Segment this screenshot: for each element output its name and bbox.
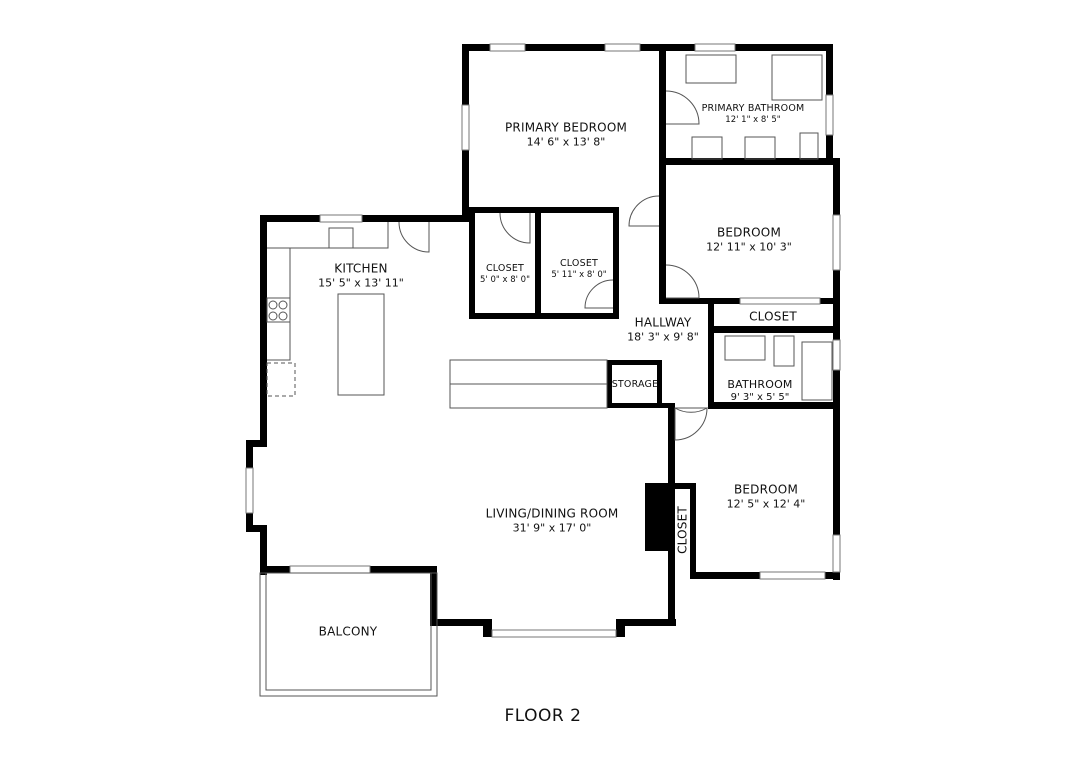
room-label-closet-1: CLOSET 5' 0" x 8' 0"	[480, 263, 530, 286]
room-name: CLOSET	[675, 506, 690, 554]
room-name: BALCONY	[318, 624, 378, 639]
room-name: LIVING/DINING ROOM	[485, 506, 619, 521]
room-dimensions: 14' 6" x 13' 8"	[526, 135, 606, 149]
floor-title: FLOOR 2	[504, 706, 582, 726]
room-dimensions: 15' 5" x 13' 11"	[318, 276, 404, 290]
room-label-bedroom-lower-closet: CLOSET	[676, 506, 691, 554]
room-name: CLOSET	[485, 262, 525, 274]
room-label-bedroom-lower: BEDROOM 12' 5" x 12' 4"	[727, 483, 806, 512]
room-name: BEDROOM	[716, 225, 782, 240]
room-dimensions: 18' 3" x 9' 8"	[627, 330, 699, 344]
room-name: BEDROOM	[733, 482, 799, 497]
room-label-bathroom: BATHROOM 9' 3" x 5' 5"	[727, 378, 792, 404]
room-dimensions: 12' 5" x 12' 4"	[726, 497, 806, 511]
room-dimensions: 9' 3" x 5' 5"	[730, 391, 790, 403]
room-dimensions: 12' 1" x 8' 5"	[725, 114, 781, 125]
room-dimensions: 31' 9" x 17' 0"	[512, 521, 592, 535]
room-label-living-dining: LIVING/DINING ROOM 31' 9" x 17' 0"	[486, 507, 619, 536]
room-label-primary-bathroom: PRIMARY BATHROOM 12' 1" x 8' 5"	[702, 103, 805, 126]
room-name: BATHROOM	[727, 377, 793, 391]
room-label-bedroom-upper: BEDROOM 12' 11" x 10' 3"	[706, 226, 792, 255]
room-dimensions: 5' 11" x 8' 0"	[551, 269, 607, 280]
room-name: HALLWAY	[634, 315, 692, 330]
room-dimensions: 5' 0" x 8' 0"	[480, 274, 530, 285]
room-label-primary-bedroom: PRIMARY BEDROOM 14' 6" x 13' 8"	[505, 121, 627, 150]
room-label-kitchen: KITCHEN 15' 5" x 13' 11"	[318, 262, 404, 291]
room-name: KITCHEN	[334, 261, 388, 276]
fixtures	[259, 54, 833, 697]
room-name: PRIMARY BATHROOM	[701, 102, 805, 114]
windows	[245, 43, 841, 638]
room-label-balcony: BALCONY	[319, 625, 378, 640]
room-dimensions: 12' 11" x 10' 3"	[706, 240, 792, 254]
room-label-closet-2: CLOSET 5' 11" x 8' 0"	[551, 258, 606, 281]
room-label-hallway: HALLWAY 18' 3" x 9' 8"	[627, 316, 699, 345]
room-name: PRIMARY BEDROOM	[504, 120, 628, 135]
room-name: CLOSET	[559, 257, 599, 269]
room-label-storage: STORAGE	[612, 379, 659, 391]
room-name: CLOSET	[749, 309, 797, 324]
room-label-hallway-closet: CLOSET	[749, 310, 797, 325]
room-name: STORAGE	[611, 379, 659, 391]
